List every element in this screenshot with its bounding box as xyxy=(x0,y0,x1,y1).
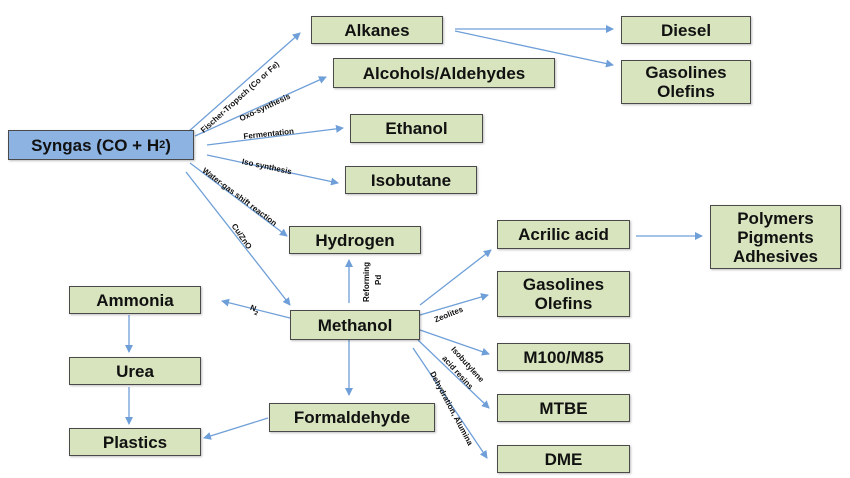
isobutane-label: Isobutane xyxy=(370,170,452,190)
ammonia-node: Ammonia xyxy=(69,286,201,314)
dme-node: DME xyxy=(497,445,630,473)
arrow-alkanes-gasolines xyxy=(454,30,614,68)
edge-label-reforming: Reforming xyxy=(362,262,371,302)
ethanol-label: Ethanol xyxy=(385,119,448,138)
arrow-syngas-alkanes xyxy=(187,32,301,133)
arrow-methanol-mtbe xyxy=(417,339,490,409)
dme-label: DME xyxy=(544,449,583,469)
polymers-line3: Adhesives xyxy=(732,246,819,266)
polymers-line1: Polymers xyxy=(737,208,814,228)
urea-node: Urea xyxy=(69,357,201,385)
arrow-syngas-methanol xyxy=(185,171,291,306)
syngas-label: Syngas (CO + H xyxy=(31,135,160,155)
arrow-syngas-ethanol xyxy=(206,124,344,146)
plastics-node: Plastics xyxy=(69,428,201,456)
alcohols-node: Alcohols/Aldehydes xyxy=(333,58,555,88)
arrow-formaldehyde-plastics xyxy=(203,417,269,440)
m100-label: M100/M85 xyxy=(523,347,604,367)
syngas-close: ) xyxy=(165,135,171,155)
gasolines-olefins-2-line1: Gasolines xyxy=(522,275,605,294)
gasolines-olefins-node-2: Gasolines Olefins xyxy=(497,271,630,317)
m100-node: M100/M85 xyxy=(497,343,630,371)
alkanes-node: Alkanes xyxy=(311,16,443,44)
gasolines-olefins-2-line2: Olefins xyxy=(534,294,593,313)
diesel-node: Diesel xyxy=(621,16,751,44)
arrow-methanol-acrilic xyxy=(419,249,492,306)
ammonia-label: Ammonia xyxy=(96,290,174,310)
plastics-label: Plastics xyxy=(102,432,168,452)
hydrogen-label: Hydrogen xyxy=(315,230,395,250)
ethanol-node: Ethanol xyxy=(350,114,483,143)
gasolines-olefins-1-line2: Olefins xyxy=(657,82,715,101)
arrow-syngas-hydrogen xyxy=(189,162,288,237)
arrow-methanol-dme xyxy=(412,347,488,459)
acrilic-acid-label: Acrilic acid xyxy=(518,225,609,244)
gasolines-olefins-1-line1: Gasolines xyxy=(645,63,727,82)
syngas-subscript: 2 xyxy=(159,138,166,151)
alcohols-label: Alcohols/Aldehydes xyxy=(362,63,526,83)
arrow-syngas-isobutane xyxy=(206,154,339,186)
mtbe-node: MTBE xyxy=(497,394,630,422)
edge-label-pd: Pd xyxy=(374,274,383,285)
formaldehyde-node: Formaldehyde xyxy=(269,403,435,432)
methanol-node: Methanol xyxy=(290,310,420,340)
arrow-methanol-gasolines xyxy=(419,293,489,316)
formaldehyde-label: Formaldehyde xyxy=(293,408,411,427)
acrilic-acid-node: Acrilic acid xyxy=(497,220,630,249)
arrow-methanol-ammonia xyxy=(221,298,291,319)
alkanes-label: Alkanes xyxy=(344,20,410,40)
diesel-label: Diesel xyxy=(660,20,712,40)
isobutane-node: Isobutane xyxy=(345,166,477,194)
mtbe-label: MTBE xyxy=(539,398,588,418)
urea-label: Urea xyxy=(116,361,154,381)
gasolines-olefins-node-1: Gasolines Olefins xyxy=(621,60,751,104)
arrow-syngas-alcohols xyxy=(194,76,327,137)
methanol-label: Methanol xyxy=(317,315,393,335)
hydrogen-node: Hydrogen xyxy=(289,226,421,254)
polymers-line2: Pigments xyxy=(737,227,814,247)
arrow-methanol-m100 xyxy=(419,329,490,356)
polymers-node: Polymers Pigments Adhesives xyxy=(710,205,841,269)
